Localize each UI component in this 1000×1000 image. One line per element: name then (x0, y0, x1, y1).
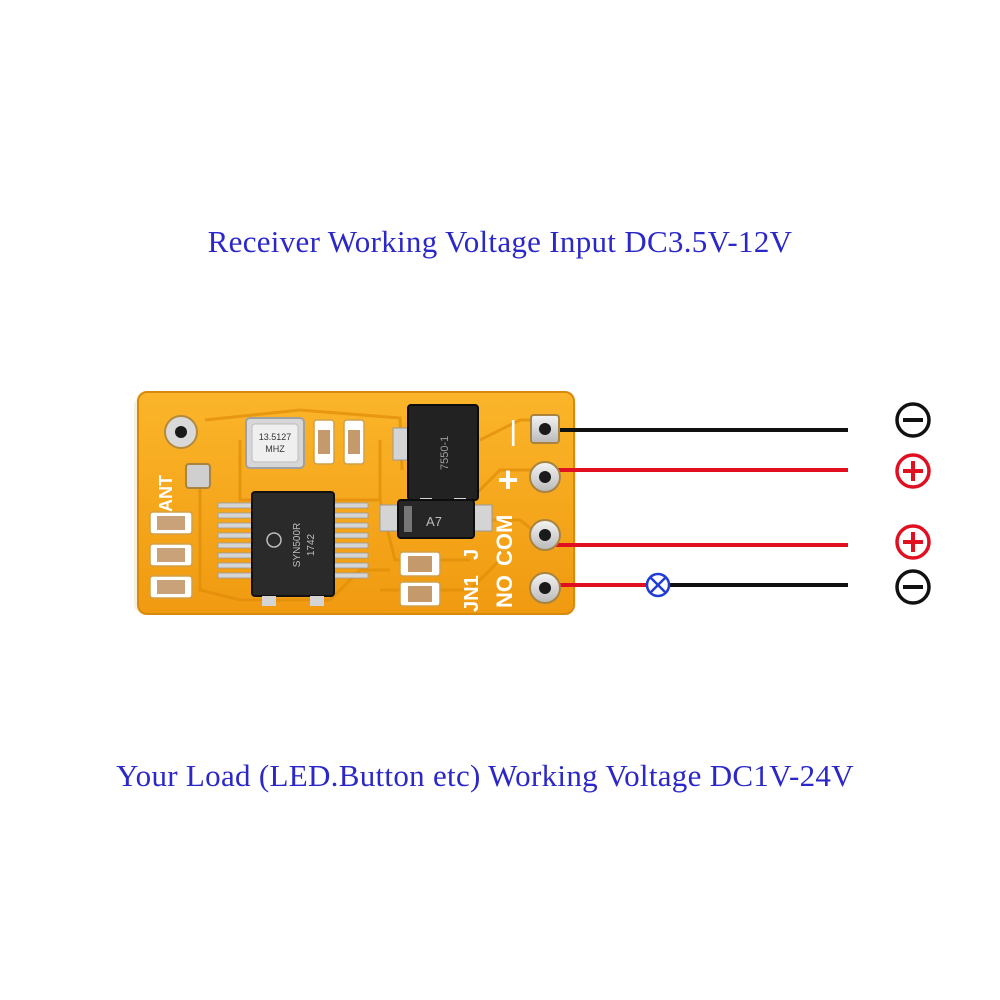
load-voltage-caption: Your Load (LED.Button etc) Working Volta… (116, 758, 854, 793)
regulator-label: 7550-1 (439, 436, 451, 470)
crystal-label-2: MHZ (265, 444, 285, 454)
receiver-voltage-caption: Receiver Working Voltage Input DC3.5V-12… (207, 224, 793, 259)
bottom-smd-caps (399, 551, 441, 607)
ic-logo (266, 532, 282, 548)
com-silkscreen: COM (492, 515, 517, 566)
minus-silkscreen: — (496, 420, 526, 446)
jn1-silkscreen: JN1 (461, 575, 483, 612)
plus-silkscreen: + (497, 459, 518, 500)
no-silkscreen: NO (492, 575, 517, 608)
diode-label: A7 (426, 514, 442, 529)
terminal-pads (529, 414, 561, 604)
plus-icon (895, 524, 931, 560)
ic-label-1: SYN500R (292, 523, 303, 567)
ant-pad (164, 415, 198, 449)
wires (545, 428, 848, 587)
ic-label-2: 1742 (306, 533, 317, 556)
minus-icon (895, 569, 931, 605)
top-smd-caps (313, 419, 365, 465)
minus-icon (895, 402, 931, 438)
small-pad (185, 463, 211, 489)
diode-a7: A7 (379, 499, 493, 539)
crystal-label-1: 13.5127 (259, 432, 292, 442)
left-smd-components (149, 511, 193, 599)
ant-silkscreen: ANT (156, 475, 176, 512)
j-silkscreen: J (461, 549, 483, 560)
load-lamp-icon (645, 572, 671, 598)
receiver-ic: SYN500R 1742 (217, 491, 369, 606)
crystal-oscillator: 13.5127 MHZ (245, 417, 305, 469)
plus-icon (895, 453, 931, 489)
